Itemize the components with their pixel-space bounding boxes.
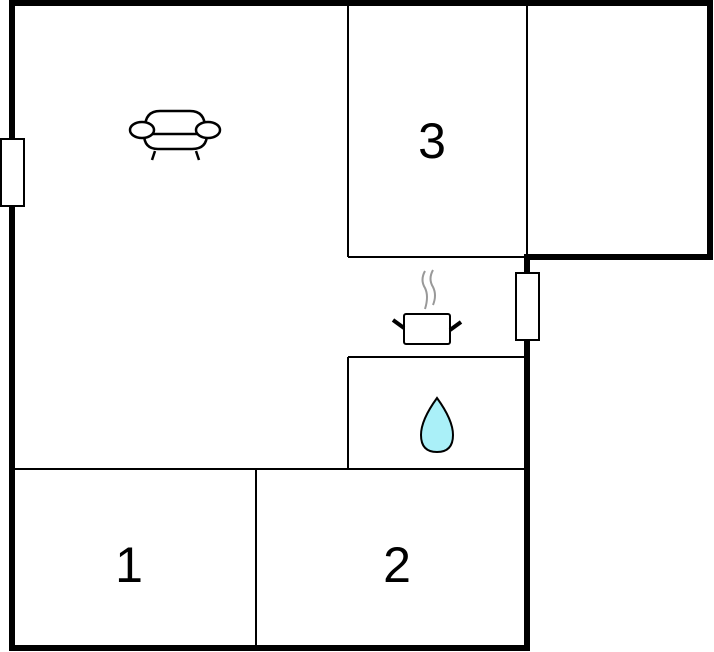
interior-walls xyxy=(12,3,528,648)
water-drop-icon xyxy=(419,396,455,454)
room-label-1: 1 xyxy=(115,537,143,593)
window-icon xyxy=(515,272,540,341)
cooking-pot-icon xyxy=(391,269,463,345)
window-icon xyxy=(0,138,25,207)
room-label-2: 2 xyxy=(383,537,411,593)
sofa-icon xyxy=(128,109,222,161)
outer-wall xyxy=(9,0,713,651)
room-label-3: 3 xyxy=(418,113,446,169)
